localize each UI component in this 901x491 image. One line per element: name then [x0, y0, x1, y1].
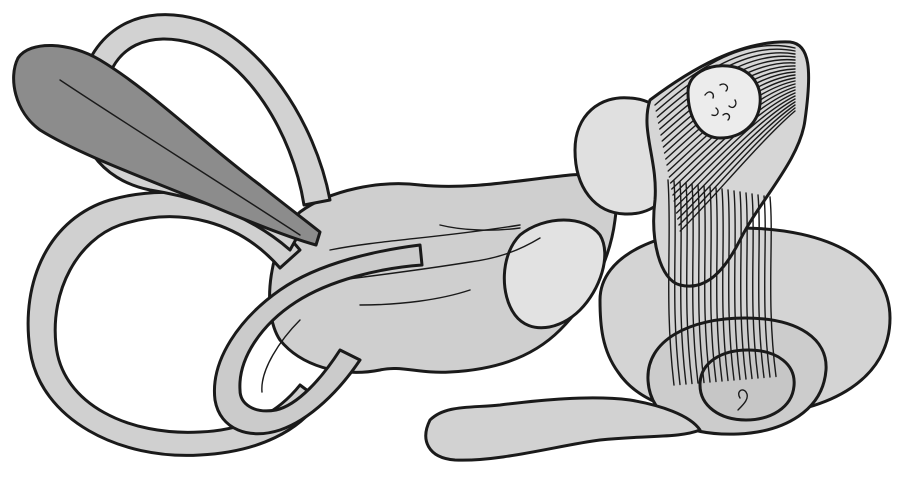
- saccule-region: [504, 220, 604, 328]
- vestibule-lower-lobe: [426, 398, 700, 460]
- nerve-cross-section: [688, 66, 760, 138]
